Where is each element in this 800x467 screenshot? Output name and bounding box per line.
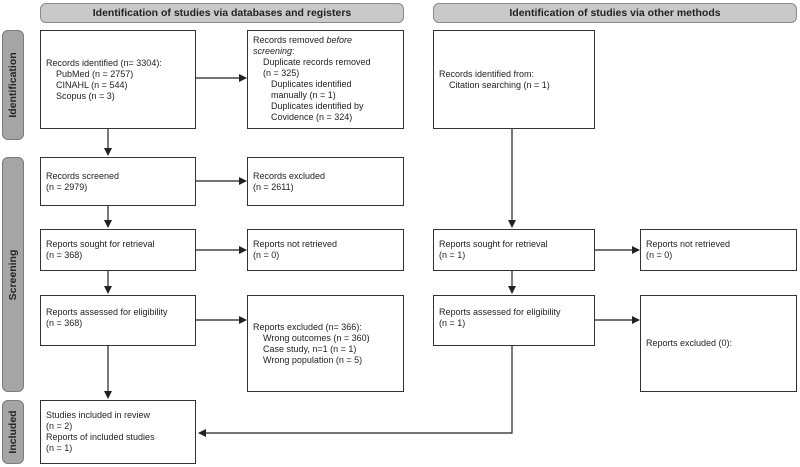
duplicates-manual-a: Duplicates identified (271, 79, 352, 89)
reports-not-retrieved-count: (n = 0) (253, 250, 280, 260)
other-reports-not-retrieved-count: (n = 0) (646, 250, 673, 260)
reports-excluded-title: Reports excluded (n= 366): (253, 321, 362, 332)
duplicate-records-removed: Duplicate records removed (263, 57, 371, 67)
scopus-count: Scopus (n = 3) (56, 90, 115, 101)
duplicates-covidence-a: Duplicates identified by (271, 101, 364, 111)
case-study: Case study, n=1 (n = 1) (263, 343, 357, 354)
phase-included: Included (2, 400, 24, 464)
reports-assessed-title: Reports assessed for eligibility (46, 307, 168, 317)
other-records-identified-box: Records identified from: Citation search… (433, 30, 595, 129)
records-screened-box: Records screened (n = 2979) (40, 157, 196, 206)
reports-sought-title: Reports sought for retrieval (46, 239, 155, 249)
other-reports-not-retrieved-title: Reports not retrieved (646, 239, 731, 249)
other-reports-assessed-box: Reports assessed for eligibility (n = 1) (433, 295, 595, 346)
other-records-identified-title: Records identified from: (439, 68, 535, 79)
other-reports-excluded-box: Reports excluded (0): (640, 295, 797, 392)
records-excluded-count: (n = 2611) (253, 181, 294, 192)
studies-included-box: Studies included in review (n = 2) Repor… (40, 400, 196, 464)
reports-included-count: (n = 1) (46, 443, 73, 453)
pubmed-count: PubMed (n = 2757) (56, 68, 134, 79)
records-removed-title: Records removed before (253, 35, 398, 46)
other-reports-sought-title: Reports sought for retrieval (439, 239, 548, 249)
reports-not-retrieved-box: Reports not retrieved (n = 0) (247, 229, 404, 271)
header-databases: Identification of studies via databases … (40, 3, 404, 23)
records-identified-title: Records identified (n= 3304): (46, 57, 162, 68)
records-excluded-box: Records excluded (n = 2611) (247, 157, 404, 206)
studies-included-title: Studies included in review (46, 410, 151, 420)
records-removed-title-c: screening (253, 46, 293, 56)
cinahl-count: CINAHL (n = 544) (56, 79, 128, 90)
records-screened-count: (n = 2979) (46, 181, 88, 192)
other-reports-assessed-title: Reports assessed for eligibility (439, 307, 561, 317)
duplicates-covidence-b: Covidence (n = 324) (271, 112, 353, 122)
reports-assessed-box: Reports assessed for eligibility (n = 36… (40, 295, 196, 346)
records-removed-title-d: : (292, 46, 295, 56)
reports-not-retrieved-title: Reports not retrieved (253, 239, 338, 249)
other-reports-not-retrieved-box: Reports not retrieved (n = 0) (640, 229, 797, 271)
duplicate-records-count: (n = 325) (263, 68, 300, 78)
other-reports-excluded-title: Reports excluded (0): (646, 338, 733, 348)
phase-identification: Identification (2, 30, 24, 140)
arrow-other-assessed-to-included (198, 346, 513, 437)
reports-assessed-count: (n = 368) (46, 318, 83, 328)
studies-included-count: (n = 2) (46, 421, 73, 431)
records-removed-box: Records removed before screening: Duplic… (247, 30, 404, 129)
records-excluded-title: Records excluded (253, 170, 326, 181)
records-screened-title: Records screened (46, 170, 120, 181)
other-reports-sought-box: Reports sought for retrieval (n = 1) (433, 229, 595, 271)
records-removed-title-line2: screening: (253, 46, 398, 57)
wrong-population: Wrong population (n = 5) (263, 354, 363, 365)
phase-screening: Screening (2, 157, 24, 392)
reports-included-title: Reports of included studies (46, 432, 155, 442)
reports-excluded-box: Reports excluded (n= 366): Wrong outcome… (247, 295, 404, 392)
records-removed-title-b: before (326, 35, 353, 45)
reports-sought-count: (n = 368) (46, 250, 83, 260)
other-reports-assessed-count: (n = 1) (439, 318, 466, 328)
reports-sought-box: Reports sought for retrieval (n = 368) (40, 229, 196, 271)
records-identified-box: Records identified (n= 3304): PubMed (n … (40, 30, 196, 129)
duplicates-manual-b: manually (n = 1) (271, 90, 336, 100)
header-other-methods: Identification of studies via other meth… (433, 3, 797, 23)
citation-searching-count: Citation searching (n = 1) (449, 79, 550, 90)
other-reports-sought-count: (n = 1) (439, 250, 466, 260)
records-removed-title-a: Records removed (253, 35, 327, 45)
wrong-outcomes: Wrong outcomes (n = 360) (263, 332, 370, 343)
